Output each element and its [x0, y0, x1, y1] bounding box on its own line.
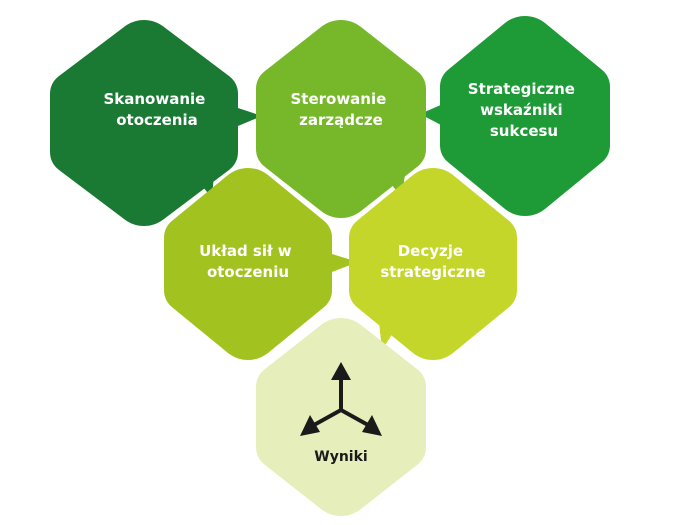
hex-skanowanie-label: Skanowanie otoczenia	[103, 90, 210, 129]
label-line: zarządcze	[299, 111, 383, 129]
hex-wskazniki: Strategiczne wskaźniki sukcesu	[440, 16, 610, 216]
hex-shape	[349, 168, 517, 360]
hex-shape	[440, 16, 610, 216]
hex-wyniki-label: Wyniki	[314, 449, 367, 465]
hex-decyzje-label: Decyzje strategiczne	[380, 242, 485, 281]
hex-decyzje: Decyzje strategiczne	[349, 168, 517, 360]
label-line: Decyzje	[398, 242, 463, 260]
hex-uklad: Układ sił w otoczeniu	[164, 168, 332, 360]
hex-uklad-label: Układ sił w otoczeniu	[199, 242, 297, 281]
label-line: Układ sił w	[199, 242, 292, 260]
label-line: otoczenia	[116, 111, 198, 129]
hex-shape	[164, 168, 332, 360]
hex-shape	[256, 20, 426, 218]
arrowhead-left	[300, 415, 320, 436]
hex-wskazniki-label: Strategiczne wskaźniki sukcesu	[468, 80, 580, 140]
arrowhead-right	[362, 415, 382, 436]
label-line: otoczeniu	[207, 263, 289, 281]
arrow-stem-left	[313, 408, 342, 427]
arrowhead-up	[331, 362, 351, 380]
hex-shape	[256, 318, 426, 516]
connector-skanowanie-to-sterowanie	[238, 108, 262, 126]
label-line: Strategiczne	[468, 80, 575, 98]
label-line: Skanowanie	[103, 90, 205, 108]
connector-uklad-to-decyzje	[332, 254, 358, 272]
three-way-arrows-icon	[300, 362, 382, 436]
label-line: Sterowanie	[290, 90, 386, 108]
hex-sterowanie: Sterowanie zarządcze	[256, 20, 426, 218]
arrow-stem-right	[340, 408, 369, 427]
hex-shape	[50, 20, 238, 226]
label-line: strategiczne	[380, 263, 485, 281]
label-line: Wyniki	[314, 449, 367, 465]
label-line: wskaźniki	[480, 101, 563, 119]
hex-skanowanie: Skanowanie otoczenia	[50, 20, 238, 226]
connector-wskazniki-to-sterowanie	[420, 104, 443, 126]
hex-wyniki: Wyniki	[256, 318, 426, 516]
label-line: sukcesu	[490, 122, 558, 140]
hex-sterowanie-label: Sterowanie zarządcze	[290, 90, 391, 129]
